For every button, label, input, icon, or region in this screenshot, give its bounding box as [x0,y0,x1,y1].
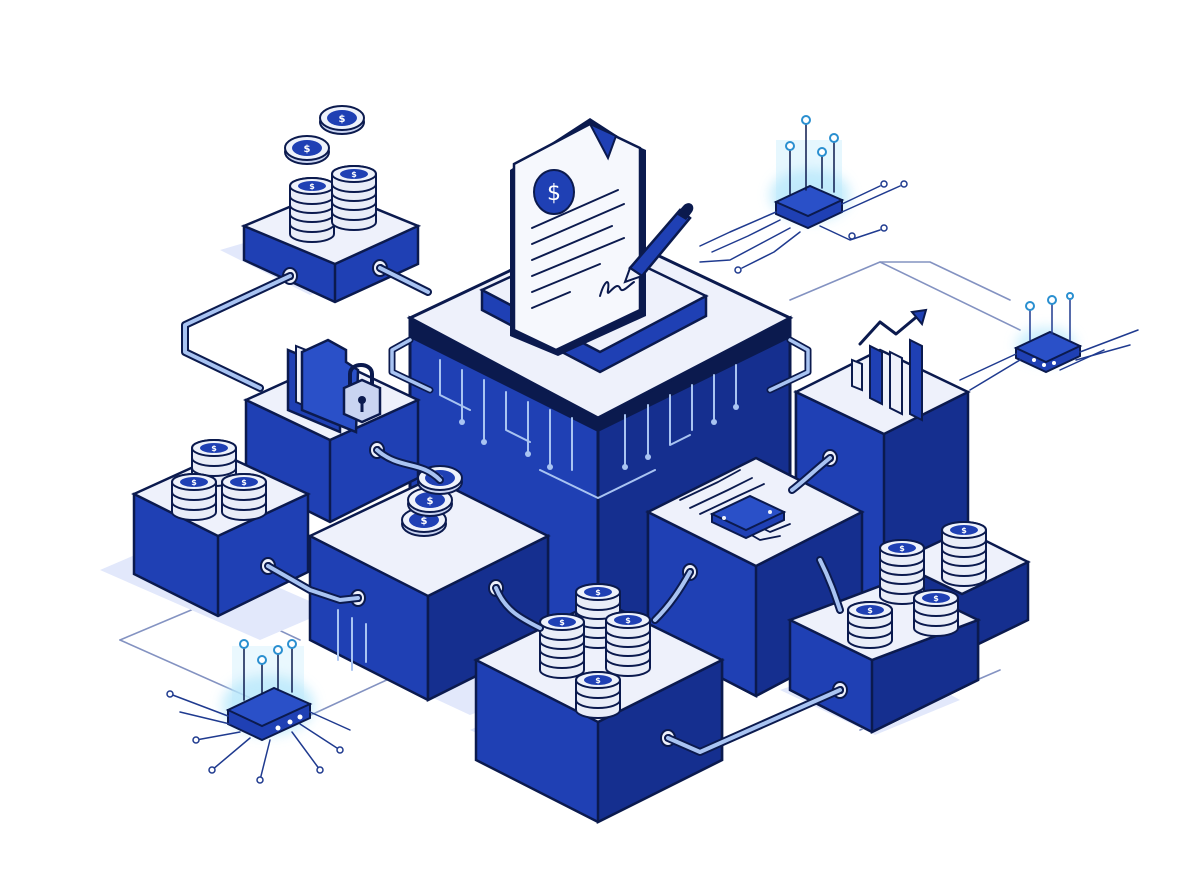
connector-pipe-icon [181,272,294,392]
microchip-icon [699,115,908,274]
microchip-icon [679,469,791,541]
padlock-icon [342,363,382,424]
token-block-mid-left [307,465,551,703]
dollar-icon [284,105,365,165]
coin-platform-bottom-center [473,583,725,825]
pen-icon [623,203,694,284]
trend-arrow-icon [858,312,922,346]
coin-platform-left [131,439,311,618]
network-node-icon [959,292,1139,391]
dollar-icon: $ [533,169,575,215]
bar-chart-icon [851,338,923,422]
connector-pipe-icon [264,446,844,756]
svg-text:$: $ [547,181,561,206]
signature-icon [599,281,635,297]
document-icon: $ [510,118,646,356]
coin-platform-top-left [240,105,422,304]
network-node-icon [166,639,351,784]
coin-platform-right [786,521,1031,735]
